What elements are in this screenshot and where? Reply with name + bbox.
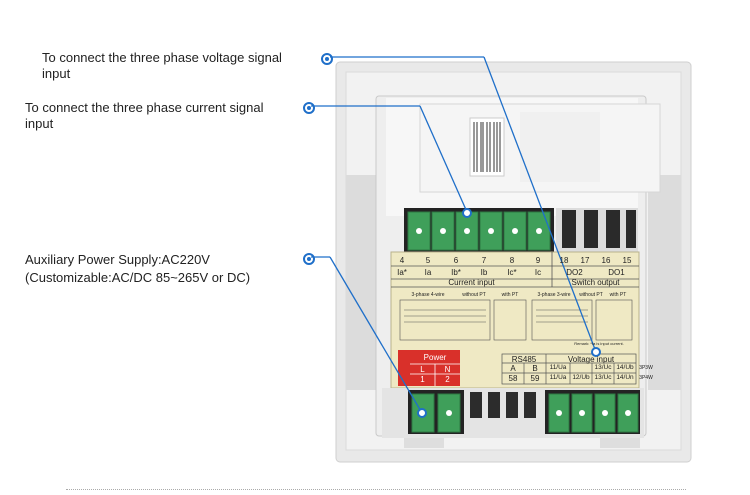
rs485-58: 58 [508,374,518,383]
with-pt-label-2: with PT [609,292,627,298]
without-pt-label-2: without PT [579,292,603,298]
terminal-number: 7 [481,256,487,265]
power-callout-dot [303,253,315,265]
v-row2-cell: 14/Un [616,374,634,381]
rs485-59: 59 [530,374,540,383]
terminal-name: Ib* [451,268,461,277]
voltage-input-label: Voltage input [567,355,615,364]
terminal-number: 4 [399,256,405,265]
v-row1-cell: 11/Ua [549,364,567,371]
rs485-a: A [510,364,516,373]
wiring-3p4w-label: 3-phase 4-wire [411,292,445,298]
power-l: L [420,365,425,374]
terminal-name: Ia* [397,268,407,277]
remark-text: Remark: *Ia is input current. [574,341,624,346]
power-2: 2 [445,375,450,384]
terminal-name: Ic [534,268,542,277]
terminal-name: Ic* [507,268,517,277]
v-row1-cell: 14/Ub [616,364,634,371]
with-pt-label: with PT [501,292,519,298]
current-callout: To connect the three phase current signa… [25,100,263,132]
terminal-name: Ib [480,268,488,277]
power-1: 1 [420,375,425,384]
terminal-number: 5 [425,256,431,265]
power-n: N [444,365,451,374]
v-row1-suffix: 3P3W [639,365,653,371]
terminal-number: 15 [622,256,632,265]
power-title: Power [423,353,447,362]
current-callout-line1: To connect the three phase current signa… [25,100,264,115]
rs485-b: B [532,364,538,373]
current-input-label: Current input [448,278,495,287]
rs485-label: RS485 [511,355,537,364]
voltage-callout-line1: To connect the three phase voltage signa… [42,50,282,65]
v-row2-suffix: 3P4W [639,375,653,381]
current-callout-dot [303,102,315,114]
terminal-number: 16 [601,256,611,265]
terminal-name: Ia [424,268,432,277]
v-row1-cell: 13/Uc [594,364,612,371]
voltage-callout: To connect the three phase voltage signa… [42,50,282,82]
current-callout-line2: input [25,116,54,131]
terminal-name: DO2 [566,268,583,277]
terminal-number: 9 [535,256,541,265]
switch-output-label: Switch output [571,278,620,287]
without-pt-label: without PT [462,292,486,298]
v-row2-cell: 12/Ub [572,374,590,381]
terminal-number: 18 [559,256,569,265]
wiring-3p3w-label: 3-phase 3-wire [537,292,571,298]
v-row2-cell: 11/Ua [549,374,567,381]
power-callout-line2: (Customizable:AC/DC 85~265V or DC) [25,270,251,285]
v-row2-cell: 13/Uc [594,374,612,381]
barcode-icon [473,122,501,172]
terminal-number: 6 [453,256,459,265]
terminal-number: 8 [509,256,515,265]
power-callout: Auxiliary Power Supply:AC220V (Customiza… [25,251,250,287]
bottom-divider [66,489,686,490]
power-callout-line1: Auxiliary Power Supply:AC220V [25,252,210,267]
pointer-lines [311,56,597,414]
terminal-name: DO1 [608,268,625,277]
voltage-callout-dot [321,53,333,65]
terminal-number: 17 [580,256,590,265]
voltage-callout-line2: input [42,66,71,81]
